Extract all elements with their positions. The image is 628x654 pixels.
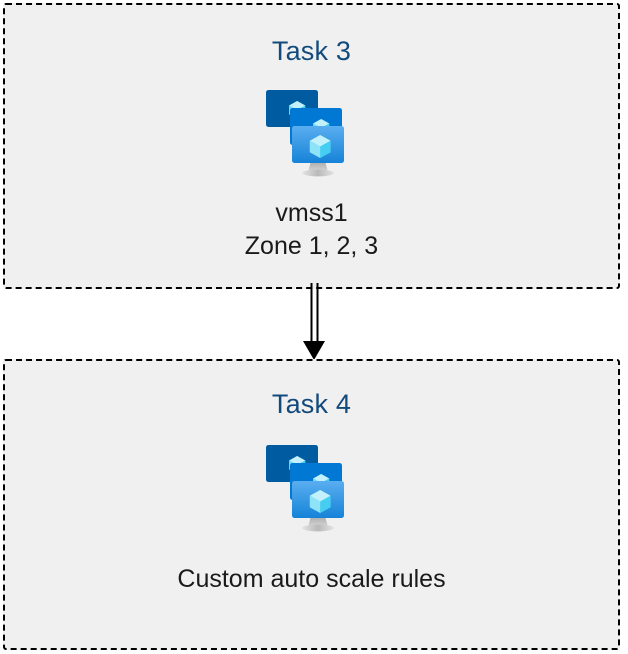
task-box-content: Task 4: [5, 361, 618, 648]
task-heading: Task 4: [271, 389, 352, 419]
vm-scale-set-icon: [264, 437, 368, 535]
task-box-task-4[interactable]: Task 4: [3, 359, 620, 650]
vm-scale-set-icon: [264, 82, 368, 180]
task-caption-block: vmss1 Zone 1, 2, 3: [245, 197, 378, 263]
task-heading: Task 3: [271, 36, 352, 66]
task-box-content: Task 3: [5, 5, 618, 287]
caption-line: Zone 1, 2, 3: [244, 232, 379, 260]
task-caption-block: Custom auto scale rules: [177, 563, 445, 596]
caption-line: Custom auto scale rules: [177, 565, 446, 593]
caption-line: vmss1: [275, 199, 348, 227]
task-box-task-3[interactable]: Task 3: [3, 3, 620, 289]
connector-arrow-task3-task4: [297, 283, 331, 363]
